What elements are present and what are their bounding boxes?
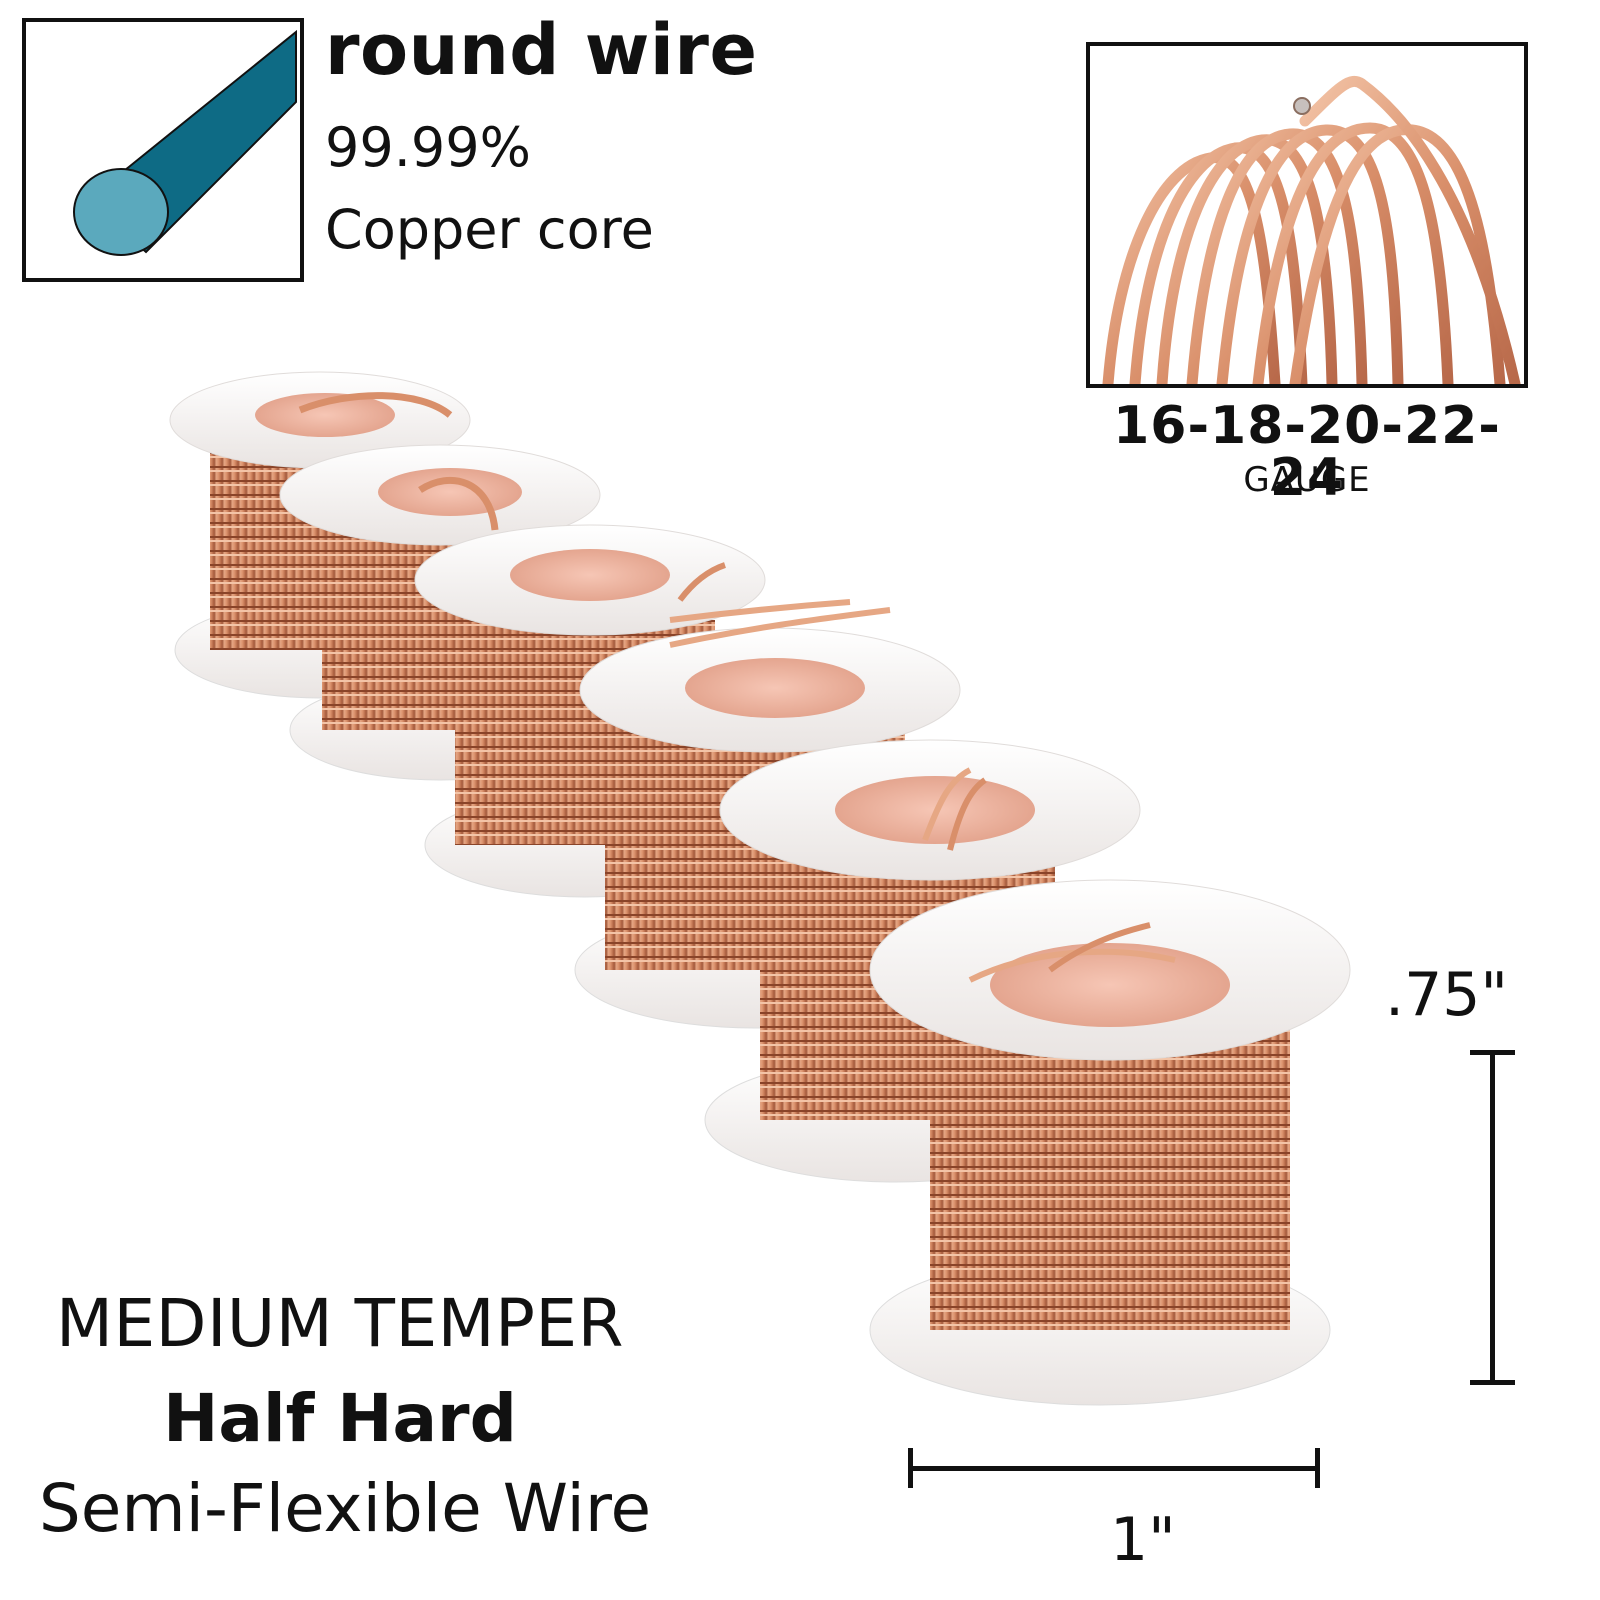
- height-dimension-label: .75": [1385, 960, 1509, 1030]
- wire-cross-section: [73, 168, 169, 256]
- width-dimension-cap-left: [908, 1448, 913, 1488]
- height-dimension-cap-bottom: [1470, 1380, 1515, 1385]
- copper-wire-coil-photo: [1086, 42, 1528, 388]
- width-dimension-line: [910, 1466, 1320, 1471]
- width-dimension-label: 1": [1110, 1505, 1176, 1575]
- temper-title: MEDIUM TEMPER: [56, 1285, 624, 1362]
- copper-spools-photo: [150, 370, 1370, 1490]
- width-dimension-cap-right: [1315, 1448, 1320, 1488]
- spools-illustration: [169, 371, 1351, 1406]
- gauge-values: 16-18-20-22-24: [1113, 396, 1501, 508]
- gauge-label: GAUGE: [1243, 460, 1371, 500]
- height-dimension-line: [1490, 1050, 1495, 1385]
- round-wire-title: round wire: [325, 9, 758, 91]
- core-text: Copper core: [325, 198, 654, 261]
- temper-hardness: Half Hard: [163, 1380, 517, 1457]
- height-dimension-cap-top: [1470, 1050, 1515, 1055]
- round-wire-icon: [22, 18, 304, 282]
- purity-text: 99.99%: [325, 116, 531, 179]
- spool: [869, 879, 1351, 1406]
- temper-flexibility: Semi-Flexible Wire: [38, 1470, 652, 1547]
